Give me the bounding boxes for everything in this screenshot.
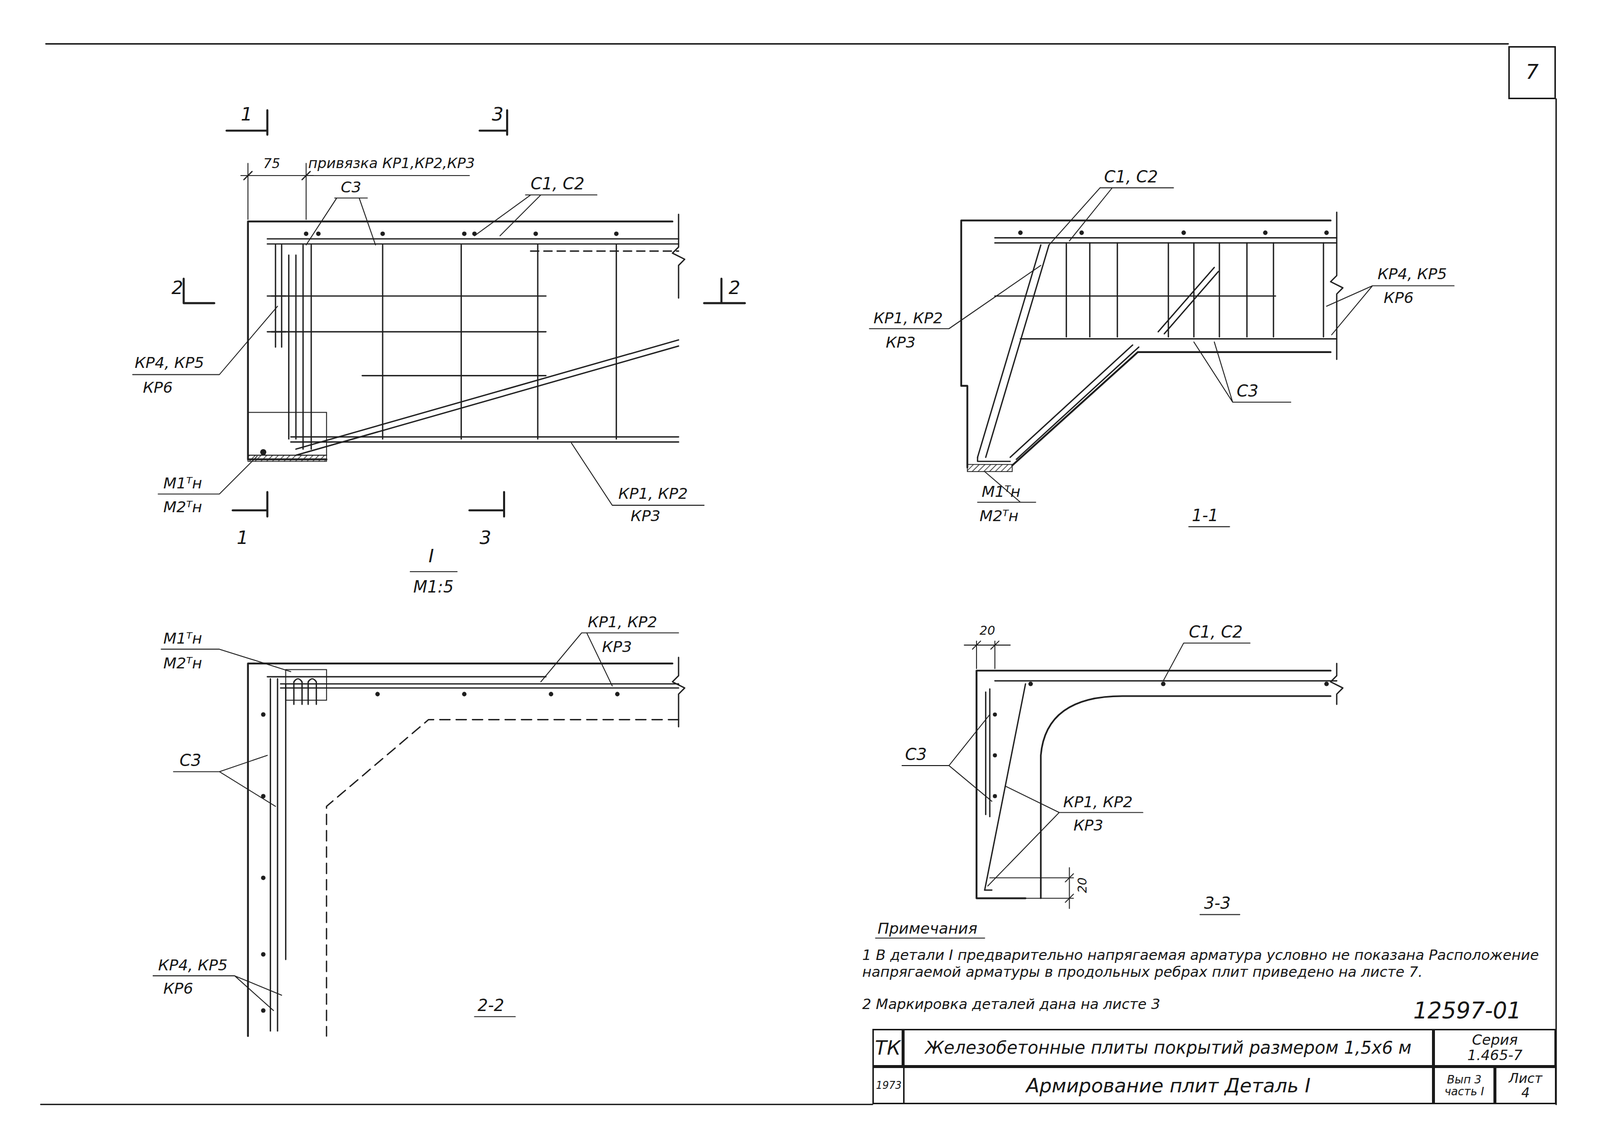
note-text: 2 Маркировка деталей дана на листе 3 (862, 995, 1161, 1013)
part-mark: М2ᵀн (979, 507, 1019, 525)
dimension: 20 (979, 623, 995, 638)
part-mark: С1, С2 (1188, 622, 1243, 642)
title-block-text: 1973 (875, 1079, 902, 1091)
title-block-text: Лист (1508, 1070, 1543, 1086)
title-block-text: Вып 3 часть I (1436, 1073, 1491, 1098)
section-title: 2-2 (477, 995, 505, 1015)
title-block-cell: ТК (872, 1028, 904, 1067)
section-title: 3-3 (1203, 893, 1231, 913)
title-block-text: Серия (1472, 1031, 1518, 1048)
sheet-number-box: 7 (1508, 46, 1557, 100)
part-mark: М2ᵀн (163, 654, 202, 673)
section-mark: 1 (236, 527, 249, 549)
part-mark: КР3 (630, 507, 661, 525)
part-mark: С1, С2 (530, 174, 585, 194)
notes-underline (875, 937, 985, 939)
detail-title: I (428, 545, 435, 568)
title-block-cell: Железобетонные плиты покрытий размером 1… (903, 1028, 1434, 1067)
part-mark: М1ᵀн (981, 482, 1021, 501)
title-block-text: 4 (1521, 1085, 1530, 1100)
binding-note: привязка КР1,КР2,КР3 (308, 155, 475, 172)
title-block-cell: Армирование плит Деталь I (903, 1066, 1434, 1104)
title-block-text: ТК (874, 1036, 901, 1059)
section-two (153, 632, 686, 1036)
part-mark: КР6 (142, 378, 173, 397)
section-mark: 3 (491, 104, 504, 126)
part-mark: КР1, КР2 (587, 613, 658, 631)
part-mark: КР6 (163, 979, 193, 998)
part-mark: КР1, КР2 (873, 309, 943, 328)
detail-one (132, 110, 745, 572)
part-mark: КР1, КР2 (618, 484, 688, 503)
title-block-text: Железобетонные плиты покрытий размером 1… (925, 1037, 1412, 1058)
title-block-text: 1.465-7 (1467, 1047, 1523, 1064)
part-mark: С1, С2 (1104, 167, 1159, 187)
part-mark: КР3 (602, 637, 632, 656)
title-block-text: 7 (1525, 60, 1539, 84)
sheet-frame (40, 44, 1556, 1105)
part-mark: КР4, КР5 (1377, 265, 1447, 284)
part-mark: С3 (905, 744, 927, 764)
title-block-cell: Вып 3 часть I (1433, 1066, 1495, 1104)
part-mark: КР1, КР2 (1063, 793, 1133, 811)
part-mark: М2ᵀн (163, 498, 202, 516)
part-mark: С3 (179, 750, 202, 770)
section-title: 1-1 (1192, 506, 1219, 525)
dimension: 75 (263, 156, 281, 172)
title-block-cell: Лист4 (1494, 1066, 1557, 1104)
dimension: 20 (1075, 877, 1090, 893)
section-three (902, 640, 1343, 915)
title-block-cell: 1973 (872, 1066, 906, 1104)
section-mark: 2 (728, 277, 741, 299)
title-block-text: Армирование плит Деталь I (1026, 1074, 1311, 1096)
section-one (869, 187, 1455, 527)
part-mark: М1ᵀн (163, 629, 202, 648)
scale-label: М1:5 (413, 577, 454, 597)
section-mark: 2 (171, 277, 184, 299)
part-mark: С3 (341, 178, 362, 197)
note-text: 1 В детали I предварительно напрягаемая … (862, 946, 1567, 980)
part-mark: КР4, КР5 (134, 353, 205, 372)
part-mark: КР3 (1073, 816, 1104, 835)
title-block-cell: Серия1.465-7 (1433, 1028, 1556, 1067)
section-mark: 3 (479, 527, 492, 549)
drawing-number: 12597-01 (1413, 997, 1522, 1024)
part-mark: КР3 (885, 333, 916, 352)
part-mark: КР6 (1383, 288, 1414, 307)
part-mark: КР4, КР5 (158, 956, 228, 974)
notes-heading: Примечания (877, 919, 978, 938)
section-mark: 1 (240, 104, 253, 126)
part-mark: С3 (1236, 381, 1259, 401)
part-mark: М1ᵀн (163, 474, 202, 493)
